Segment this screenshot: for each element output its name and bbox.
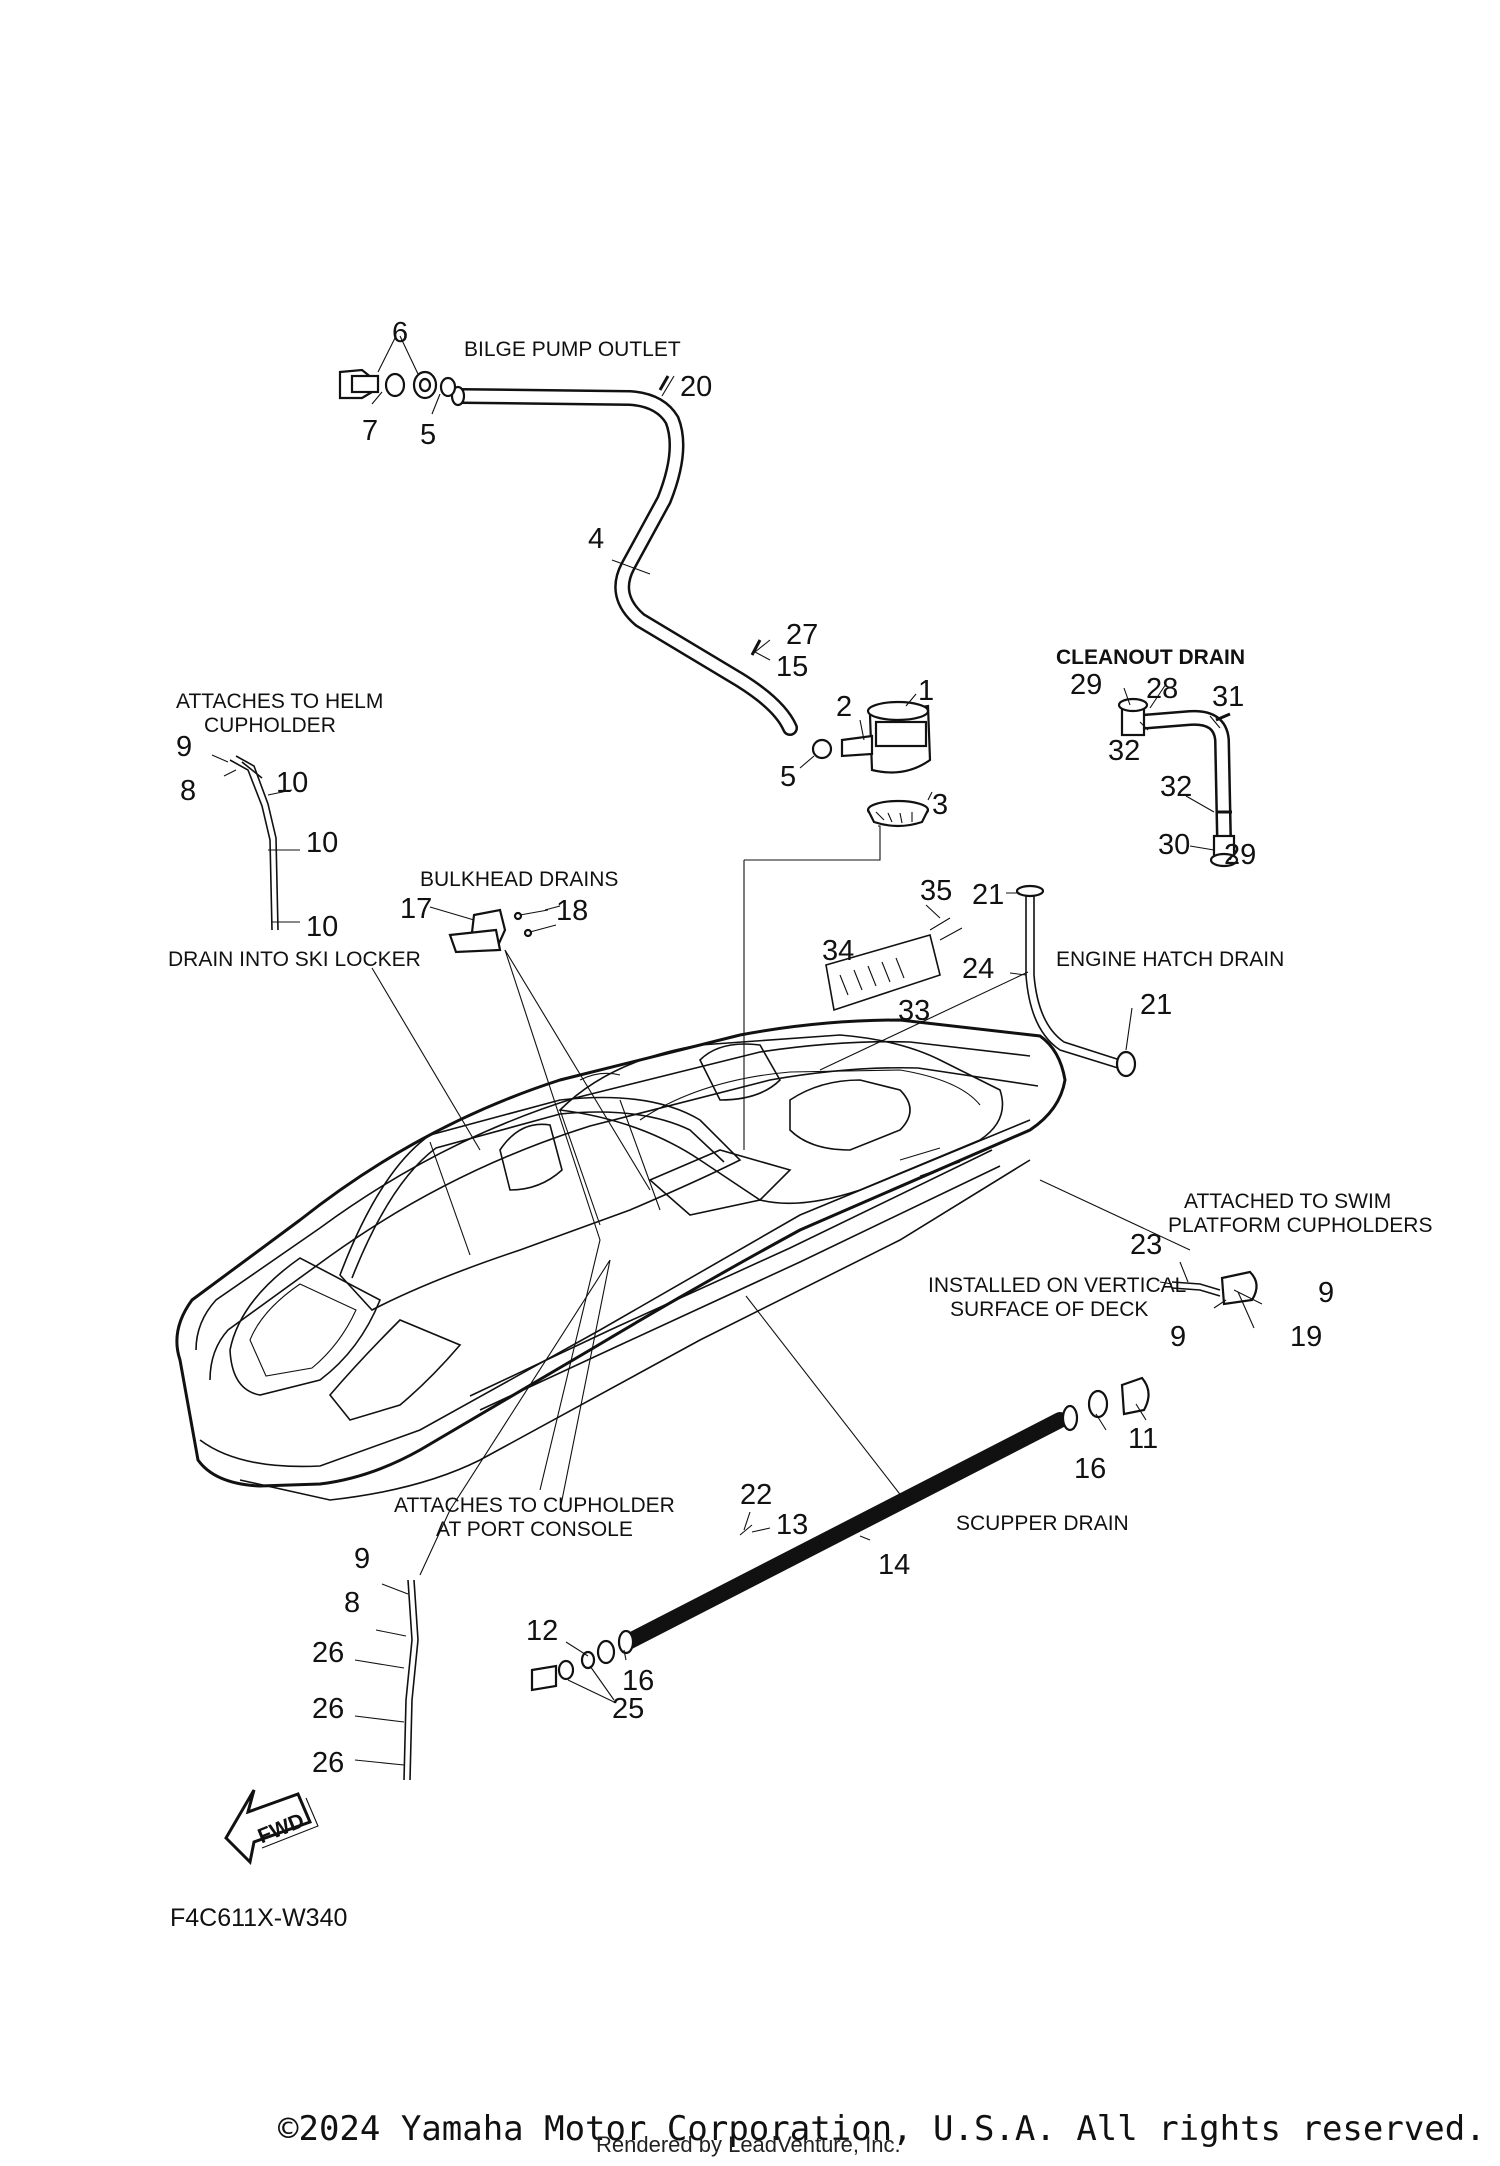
- label-fwd: FWD: [255, 1809, 308, 1848]
- part-number: 19: [1290, 1321, 1322, 1353]
- label-port-console-1: ATTACHES TO CUPHOLDER: [394, 1494, 675, 1517]
- label-port-console-2: AT PORT CONSOLE: [436, 1518, 633, 1541]
- part-number: 25: [612, 1693, 644, 1725]
- label-attaches-helm-2: CUPHOLDER: [204, 714, 336, 737]
- part-number: 30: [1158, 829, 1190, 861]
- part-number: 7: [362, 415, 378, 447]
- part-number: 8: [180, 775, 196, 807]
- part-number: 23: [1130, 1229, 1162, 1261]
- label-scupper-drain: SCUPPER DRAIN: [956, 1512, 1129, 1535]
- swim-platform-drain: [1159, 1270, 1258, 1306]
- callout-labels: BILGE PUMP OUTLET CLEANOUT DRAIN ATTACHE…: [168, 338, 1432, 1848]
- part-number: 18: [556, 895, 588, 927]
- part-number: 9: [176, 731, 192, 763]
- part-number: 35: [920, 875, 952, 907]
- part-number: 27: [786, 619, 818, 651]
- part-number: 24: [962, 953, 994, 985]
- part-number: 26: [312, 1693, 344, 1725]
- cleanout-drain-hose: [1117, 697, 1239, 868]
- part-number: 28: [1146, 673, 1178, 705]
- part-number: 8: [344, 1587, 360, 1619]
- part-number: 15: [776, 651, 808, 683]
- engine-hatch-drain-hose: [1015, 884, 1137, 1078]
- part-number: 32: [1108, 735, 1140, 767]
- fwd-arrow-icon: [224, 1789, 319, 1866]
- part-numbers: 6 7 5 20 4 27 15 1 2 5 3 29 28 31 32 32 …: [176, 317, 1334, 1779]
- part-number: 12: [526, 1615, 558, 1647]
- part-number: 5: [420, 419, 436, 451]
- part-number: 9: [354, 1543, 370, 1575]
- part-number: 14: [878, 1549, 910, 1581]
- bilge-pump-outlet-hose: [450, 385, 798, 736]
- scupper-drain-hose: [530, 1376, 1150, 1692]
- part-number: 31: [1212, 681, 1244, 713]
- part-number: 20: [680, 371, 712, 403]
- part-number: 32: [1160, 771, 1192, 803]
- bulkhead-drain: [448, 908, 557, 954]
- hose-clamps: [658, 375, 762, 656]
- label-attaches-helm-1: ATTACHES TO HELM: [176, 690, 383, 713]
- port-console-drain-hose: [354, 1579, 419, 1781]
- boat-hull-outline: [175, 1018, 1067, 1501]
- part-number: 10: [306, 827, 338, 859]
- part-number: 13: [776, 1509, 808, 1541]
- rendered-by-notice: Rendered by LeadVenture, Inc.: [596, 2132, 901, 2157]
- part-number: 16: [622, 1665, 654, 1697]
- part-number: 2: [836, 691, 852, 723]
- part-number: 9: [1318, 1277, 1334, 1309]
- part-number: 21: [972, 879, 1004, 911]
- label-bilge-pump-outlet: BILGE PUMP OUTLET: [464, 338, 681, 361]
- part-number: 10: [276, 767, 308, 799]
- part-number: 17: [400, 893, 432, 925]
- part-number: 3: [932, 789, 948, 821]
- copyright-notice: ©2024 Yamaha Motor Corporation, U.S.A. A…: [278, 2109, 1486, 2149]
- part-number: 21: [1140, 989, 1172, 1021]
- part-number: 4: [588, 523, 604, 555]
- label-drain-ski-locker: DRAIN INTO SKI LOCKER: [168, 948, 421, 971]
- label-swim-platform-1: ATTACHED TO SWIM: [1184, 1190, 1391, 1213]
- part-number: 11: [1128, 1423, 1158, 1455]
- part-number: 34: [822, 935, 854, 967]
- outlet-fitting: [338, 368, 457, 400]
- label-vertical-surface-1: INSTALLED ON VERTICAL: [928, 1274, 1186, 1297]
- leader-lines: [371, 335, 1263, 1703]
- deck-cover-screws: [825, 917, 963, 1012]
- part-number: 10: [306, 911, 338, 943]
- part-number: 29: [1070, 669, 1102, 701]
- part-number: 29: [1224, 839, 1256, 871]
- part-number: 16: [1074, 1453, 1106, 1485]
- label-swim-platform-2: PLATFORM CUPHOLDERS: [1168, 1214, 1432, 1237]
- part-number: 9: [1170, 1321, 1186, 1353]
- part-number: 6: [392, 317, 408, 349]
- part-number: 1: [918, 675, 934, 707]
- bilge-pump: [811, 700, 932, 828]
- part-number: 22: [740, 1479, 772, 1511]
- label-engine-hatch-drain: ENGINE HATCH DRAIN: [1056, 948, 1284, 971]
- label-bulkhead-drains: BULKHEAD DRAINS: [420, 868, 618, 891]
- label-vertical-surface-2: SURFACE OF DECK: [950, 1298, 1148, 1321]
- part-number: 33: [898, 995, 930, 1027]
- part-number: 5: [780, 761, 796, 793]
- diagram-code: F4C611X-W340: [170, 1904, 347, 1932]
- label-cleanout-drain: CLEANOUT DRAIN: [1056, 646, 1245, 669]
- part-number: 26: [312, 1747, 344, 1779]
- part-number: 26: [312, 1637, 344, 1669]
- helm-cupholder-drain-hose: [211, 754, 300, 931]
